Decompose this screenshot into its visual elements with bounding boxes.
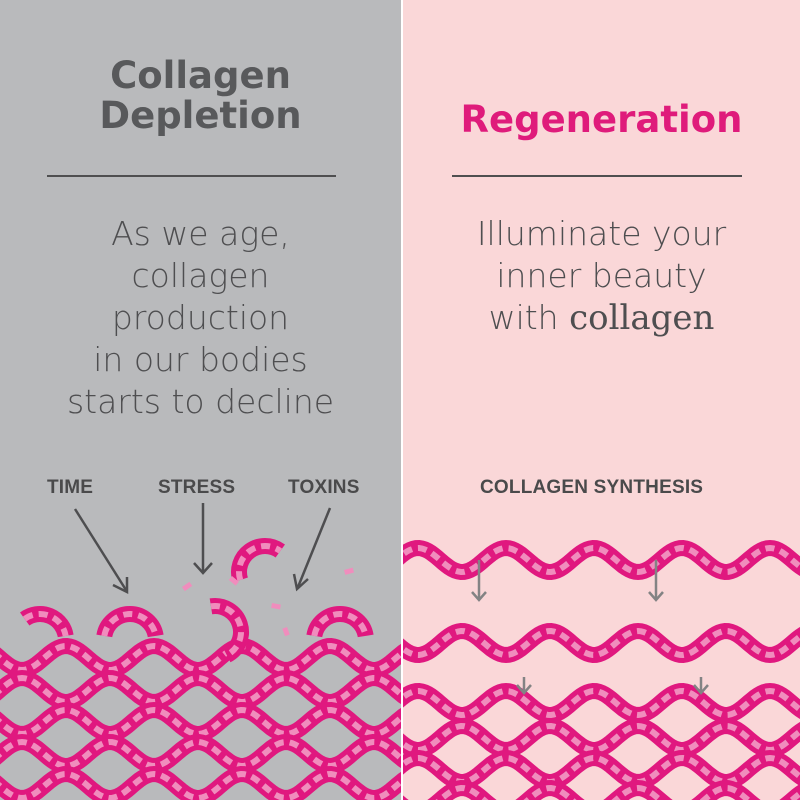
regeneration-description: Illuminate your inner beauty with collag… (403, 213, 800, 339)
depletion-text-line-4: in our bodies (93, 340, 308, 379)
time-arrow-icon (73, 508, 128, 591)
depletion-title-line-1: Collagen (110, 54, 291, 97)
collagen-wave-stripe (403, 544, 800, 576)
toxins-arrowhead-icon (292, 573, 309, 592)
regeneration-title: Regeneration (460, 98, 743, 141)
depletion-divider-rule (47, 175, 336, 177)
depletion-text-line-2: collagen (131, 256, 270, 295)
depletion-text-line-3: production (111, 298, 290, 337)
collagen-fragment-stripe (22, 611, 69, 637)
collagen-wave-stripe (0, 674, 401, 706)
synthesis-wave-group (403, 539, 800, 800)
collagen-chip (282, 626, 290, 637)
collagen-fragment-stripe (101, 611, 159, 637)
collagen-wave-stripe (0, 770, 401, 800)
regeneration-text-line-1: Illuminate your (476, 214, 727, 253)
collagen-wave-stripe (403, 687, 800, 719)
factor-toxins-label: TOXINS (288, 477, 360, 498)
stress-arrowhead-icon (193, 562, 213, 575)
collagen-word: collagen (569, 298, 715, 338)
depletion-description: As we age, collagen production in our bo… (0, 213, 401, 423)
collagen-wave-stripe (0, 738, 401, 770)
synthesis-arrows (471, 560, 709, 695)
synthesis-arrowhead-icon (648, 591, 664, 602)
collagen-wave-stripe (403, 722, 800, 754)
factor-time-label: TIME (47, 477, 94, 498)
collagen-fragment-stripe (311, 611, 369, 637)
synthesis-arrowhead-icon (516, 684, 532, 695)
regeneration-panel: Regeneration Illuminate your inner beaut… (403, 0, 800, 800)
synthesis-arrowhead-icon (471, 591, 487, 602)
depletion-arrows (73, 503, 332, 595)
regeneration-text-prefix: with (488, 298, 570, 337)
collagen-chip (344, 567, 354, 575)
collagen-fragment (231, 538, 285, 583)
factor-stress-label: STRESS (158, 477, 236, 498)
regeneration-text-line-3: with collagen (403, 297, 800, 339)
collagen-wave-stripe (0, 706, 401, 738)
collagen-chip (228, 576, 239, 586)
depletion-text-line-1: As we age, (111, 214, 290, 253)
depletion-wave-group (0, 538, 401, 800)
regeneration-text-line-2: inner beauty (496, 256, 707, 295)
depletion-title-line-2: Depletion (99, 94, 302, 137)
time-arrowhead-icon (112, 577, 129, 595)
collagen-wave-stripe (435, 784, 800, 800)
collagen-wave-stripe (403, 627, 800, 659)
collagen-synthesis-label: COLLAGEN SYNTHESIS (480, 477, 704, 498)
center-divider (401, 0, 403, 800)
collagen-fragment-stripe (210, 603, 244, 658)
regeneration-divider-rule (452, 175, 742, 177)
synthesis-arrowhead-icon (693, 684, 709, 695)
toxins-arrow-icon (296, 507, 332, 588)
depletion-text-line-5: starts to decline (66, 382, 335, 421)
depletion-title: Collagen Depletion (0, 56, 401, 136)
collagen-wave-stripe (0, 642, 401, 674)
collagen-fragment-stripe (236, 543, 283, 581)
collagen-chip (271, 603, 281, 610)
collagen-chip (182, 581, 193, 592)
collagen-wave-stripe (403, 754, 800, 786)
